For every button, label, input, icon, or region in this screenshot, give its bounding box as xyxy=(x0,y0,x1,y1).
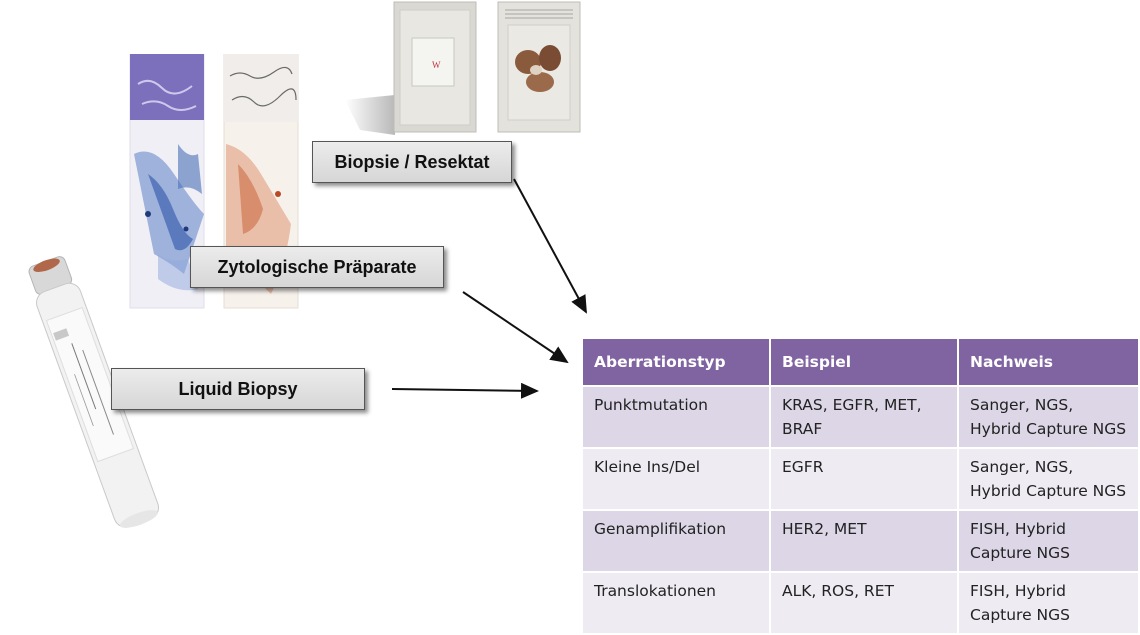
table-header-row: Aberrationstyp Beispiel Nachweis xyxy=(581,337,1140,387)
arrow-liquid-to-table xyxy=(391,382,539,399)
tissue-cassettes-image: W xyxy=(345,1,581,135)
cell-typ: Translokationen xyxy=(581,571,771,635)
tissue-cassette xyxy=(497,1,581,133)
table-row: Genamplifikation HER2, MET FISH, Hybrid … xyxy=(581,509,1140,573)
cell-typ: Genamplifikation xyxy=(581,509,771,573)
header-nachweis: Nachweis xyxy=(957,337,1140,387)
aberration-table: Aberrationstyp Beispiel Nachweis Punktmu… xyxy=(581,337,1140,635)
svg-text:W: W xyxy=(432,60,441,70)
table-row: Translokationen ALK, ROS, RET FISH, Hybr… xyxy=(581,571,1140,635)
cell-typ: Punktmutation xyxy=(581,385,771,449)
cell-beispiel: EGFR xyxy=(769,447,959,511)
empty-cassette: W xyxy=(393,1,477,133)
header-beispiel: Beispiel xyxy=(769,337,959,387)
label-zytologische-praeparate: Zytologische Präparate xyxy=(190,246,444,288)
cell-typ: Kleine Ins/Del xyxy=(581,447,771,511)
label-biopsie-resektat: Biopsie / Resektat xyxy=(312,141,512,183)
cell-nachweis: Sanger, NGS, Hybrid Capture NGS xyxy=(957,385,1140,449)
cell-beispiel: ALK, ROS, RET xyxy=(769,571,959,635)
table-row: Kleine Ins/Del EGFR Sanger, NGS, Hybrid … xyxy=(581,447,1140,511)
cell-nachweis: Sanger, NGS, Hybrid Capture NGS xyxy=(957,447,1140,511)
cell-nachweis: FISH, Hybrid Capture NGS xyxy=(957,509,1140,573)
table-row: Punktmutation KRAS, EGFR, MET, BRAF Sang… xyxy=(581,385,1140,449)
blue-stained-slide xyxy=(129,54,205,309)
cell-nachweis: FISH, Hybrid Capture NGS xyxy=(957,571,1140,635)
blood-tube-image xyxy=(28,256,159,528)
cell-beispiel: KRAS, EGFR, MET, BRAF xyxy=(769,385,959,449)
arrow-biopsie-to-table xyxy=(513,178,587,314)
cell-beispiel: HER2, MET xyxy=(769,509,959,573)
label-liquid-biopsy: Liquid Biopsy xyxy=(111,368,365,410)
header-aberrationstyp: Aberrationstyp xyxy=(581,337,771,387)
arrow-zytologie-to-table xyxy=(462,291,569,364)
